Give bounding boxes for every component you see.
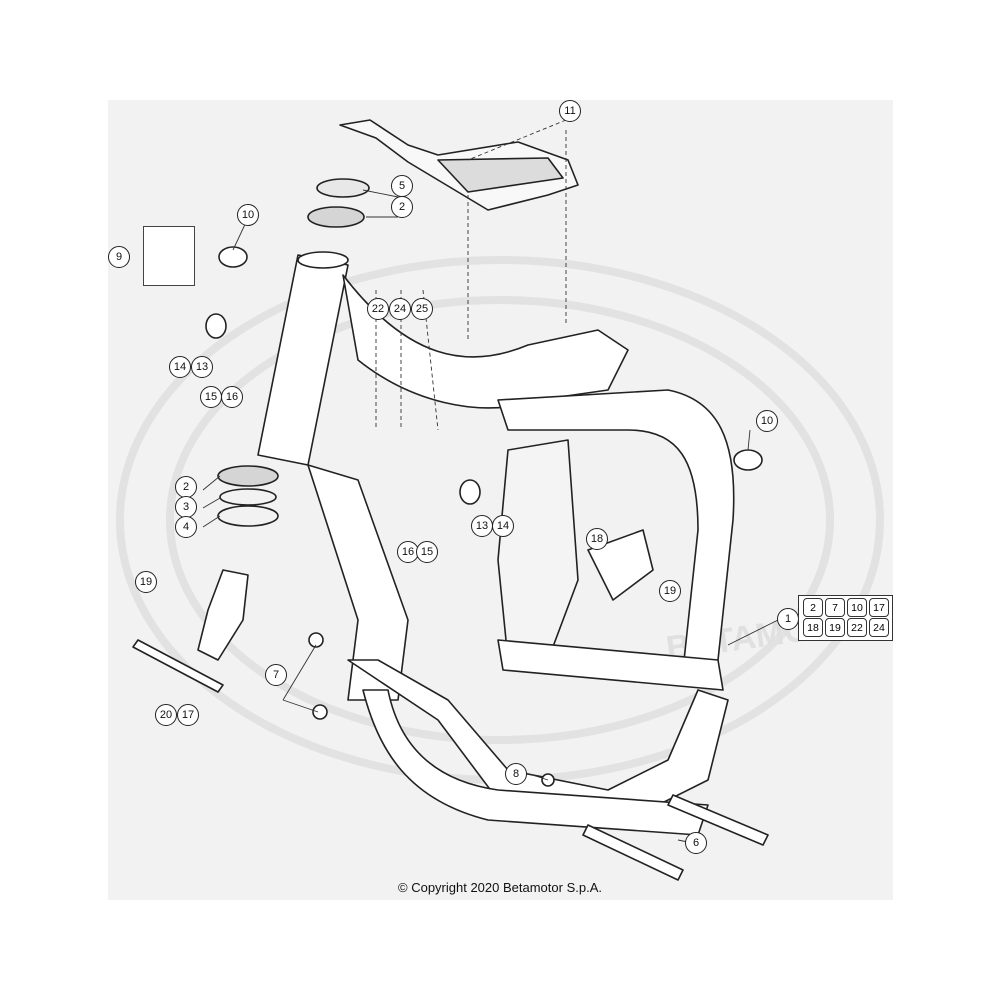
bracket-left (197, 569, 249, 661)
callout-6[interactable]: 6 (685, 832, 707, 854)
callout-9[interactable]: 9 (108, 246, 130, 268)
callout-10-left[interactable]: 10 (237, 204, 259, 226)
bushing-13-mid (459, 479, 481, 505)
kit-item[interactable]: 24 (869, 618, 889, 637)
bolt-20 (132, 639, 224, 693)
callout-19-left[interactable]: 19 (135, 571, 157, 593)
callout-8[interactable]: 8 (505, 763, 527, 785)
callout-15-left[interactable]: 15 (200, 386, 222, 408)
part-9-box (143, 226, 195, 286)
main-frame-upper (342, 274, 629, 409)
callout-2-top[interactable]: 2 (391, 196, 413, 218)
bushing-13-left (205, 313, 227, 339)
callout-10-right[interactable]: 10 (756, 410, 778, 432)
solid-leaders (202, 189, 779, 844)
bolt-6-upper (667, 794, 769, 846)
clamp-10-left (218, 246, 248, 268)
bearing-2-bottom (217, 465, 279, 487)
kit-item[interactable]: 10 (847, 598, 867, 617)
callout-11[interactable]: 11 (559, 100, 581, 122)
nut-7-upper (308, 632, 324, 648)
callout-17[interactable]: 17 (177, 704, 199, 726)
clamp-10-right (733, 449, 763, 471)
nut-7-lower (312, 704, 328, 720)
callout-13-left[interactable]: 13 (191, 356, 213, 378)
callout-16-left[interactable]: 16 (221, 386, 243, 408)
callout-1[interactable]: 1 (777, 608, 799, 630)
callout-20[interactable]: 20 (155, 704, 177, 726)
callout-24[interactable]: 24 (389, 298, 411, 320)
callout-7[interactable]: 7 (265, 664, 287, 686)
callout-5[interactable]: 5 (391, 175, 413, 197)
swingarm-pivot-plate (497, 439, 579, 661)
callout-2-bottom[interactable]: 2 (175, 476, 197, 498)
kit-item[interactable]: 7 (825, 598, 845, 617)
bolt-6-lower (582, 824, 684, 881)
callout-18[interactable]: 18 (586, 528, 608, 550)
main-frame-down-left (307, 464, 409, 701)
callout-22[interactable]: 22 (367, 298, 389, 320)
kit-item[interactable]: 18 (803, 618, 823, 637)
callout-19-right[interactable]: 19 (659, 580, 681, 602)
callout-13-mid[interactable]: 13 (471, 515, 493, 537)
callout-4[interactable]: 4 (175, 516, 197, 538)
kit-item[interactable]: 2 (803, 598, 823, 617)
copyright-text: © Copyright 2020 Betamotor S.p.A. (398, 880, 602, 895)
bearing-2-top (307, 206, 365, 228)
kit-item[interactable]: 22 (847, 618, 867, 637)
kit-item[interactable]: 19 (825, 618, 845, 637)
callout-3[interactable]: 3 (175, 496, 197, 518)
callout-14-mid[interactable]: 14 (492, 515, 514, 537)
kit-contents-box: 2 7 10 17 18 19 22 24 (798, 595, 893, 641)
callout-14-left[interactable]: 14 (169, 356, 191, 378)
callout-25[interactable]: 25 (411, 298, 433, 320)
seal-3 (219, 488, 277, 506)
bearing-5 (316, 178, 370, 198)
seal-4 (217, 505, 279, 527)
kit-item[interactable]: 17 (869, 598, 889, 617)
frame-exploded-drawing: BETAMOTO.IT (116, 119, 893, 881)
engine-mount-right (587, 529, 654, 601)
callout-15-mid[interactable]: 15 (416, 541, 438, 563)
diagram-canvas: BETAMOTO.IT (108, 100, 893, 900)
frame-cross-member (497, 639, 724, 691)
